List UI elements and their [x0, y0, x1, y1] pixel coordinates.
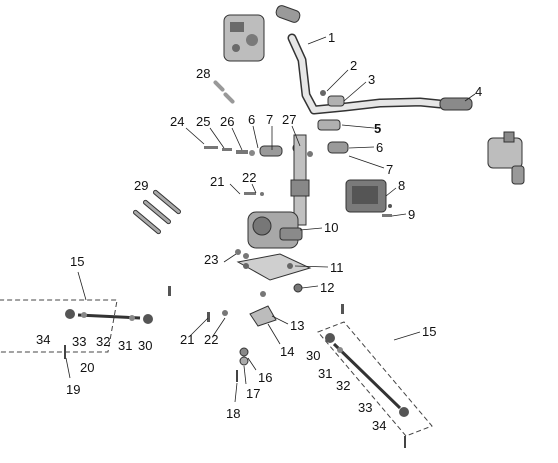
- callout-22-lower: 22: [204, 332, 218, 347]
- callout-15-right: 15: [422, 324, 436, 339]
- tie-rod-left: [64, 286, 171, 359]
- callout-15-left: 15: [70, 254, 84, 269]
- steering-gearbox: [247, 211, 303, 249]
- tie-rod-right: [325, 304, 409, 448]
- callout-19: 19: [66, 382, 80, 397]
- callout-33-left: 33: [72, 334, 86, 349]
- mounting-bracket: [236, 253, 312, 281]
- callout-24: 24: [170, 114, 184, 129]
- handlebar: [287, 33, 473, 115]
- callout-12: 12: [320, 280, 334, 295]
- callout-14: 14: [280, 344, 294, 359]
- handlebar-clamps: [259, 90, 349, 157]
- callout-17: 17: [246, 386, 260, 401]
- callout-30-left: 30: [138, 338, 152, 353]
- rods-29: [133, 189, 181, 235]
- tie-rod-left-box: [0, 299, 118, 353]
- pins-28: [213, 80, 235, 104]
- callout-5: 5: [374, 121, 381, 136]
- callout-labels: 1 2 3 4 5 6 7 8 9 10 11 12 13 14 16 17 1…: [36, 30, 482, 433]
- lower-fasteners: [207, 310, 249, 382]
- callout-1: 1: [328, 30, 335, 45]
- callout-18: 18: [226, 406, 240, 421]
- callout-28: 28: [196, 66, 210, 81]
- tie-rod-right-box: [317, 321, 433, 437]
- left-grip: [275, 5, 301, 23]
- callout-25: 25: [196, 114, 210, 129]
- callout-20: 20: [80, 360, 94, 375]
- control-module: [345, 179, 392, 217]
- callout-29: 29: [134, 178, 148, 193]
- small-bolts-left: [204, 146, 264, 196]
- callout-3: 3: [368, 72, 375, 87]
- callout-8: 8: [398, 178, 405, 193]
- callout-32-right: 32: [336, 378, 350, 393]
- callout-34-right: 34: [372, 418, 386, 433]
- callout-6-right: 6: [376, 140, 383, 155]
- callout-7-right: 7: [386, 162, 393, 177]
- callout-30-right: 30: [306, 348, 320, 363]
- fasteners-center: [235, 249, 303, 327]
- callout-4: 4: [475, 84, 482, 99]
- steering-column: [290, 134, 310, 226]
- callout-34-left: 34: [36, 332, 50, 347]
- callout-31-right: 31: [318, 366, 332, 381]
- callout-22-upper: 22: [242, 170, 256, 185]
- callout-7-left: 7: [266, 112, 273, 127]
- callout-21-lower: 21: [180, 332, 194, 347]
- callout-13: 13: [290, 318, 304, 333]
- callout-16: 16: [258, 370, 272, 385]
- throttle-housing: [487, 131, 525, 185]
- callout-11: 11: [330, 260, 344, 275]
- callout-21-upper: 21: [210, 174, 224, 189]
- callout-32-left: 32: [96, 334, 110, 349]
- callout-33-right: 33: [358, 400, 372, 415]
- left-switch-housing: [223, 14, 265, 62]
- callout-27: 27: [282, 112, 296, 127]
- callout-31-left: 31: [118, 338, 132, 353]
- callout-6-left: 6: [248, 112, 255, 127]
- callout-2: 2: [350, 58, 357, 73]
- leader-lines: [65, 36, 476, 403]
- callout-23: 23: [204, 252, 218, 267]
- callout-10: 10: [324, 220, 338, 235]
- callout-9: 9: [408, 207, 415, 222]
- callout-26: 26: [220, 114, 234, 129]
